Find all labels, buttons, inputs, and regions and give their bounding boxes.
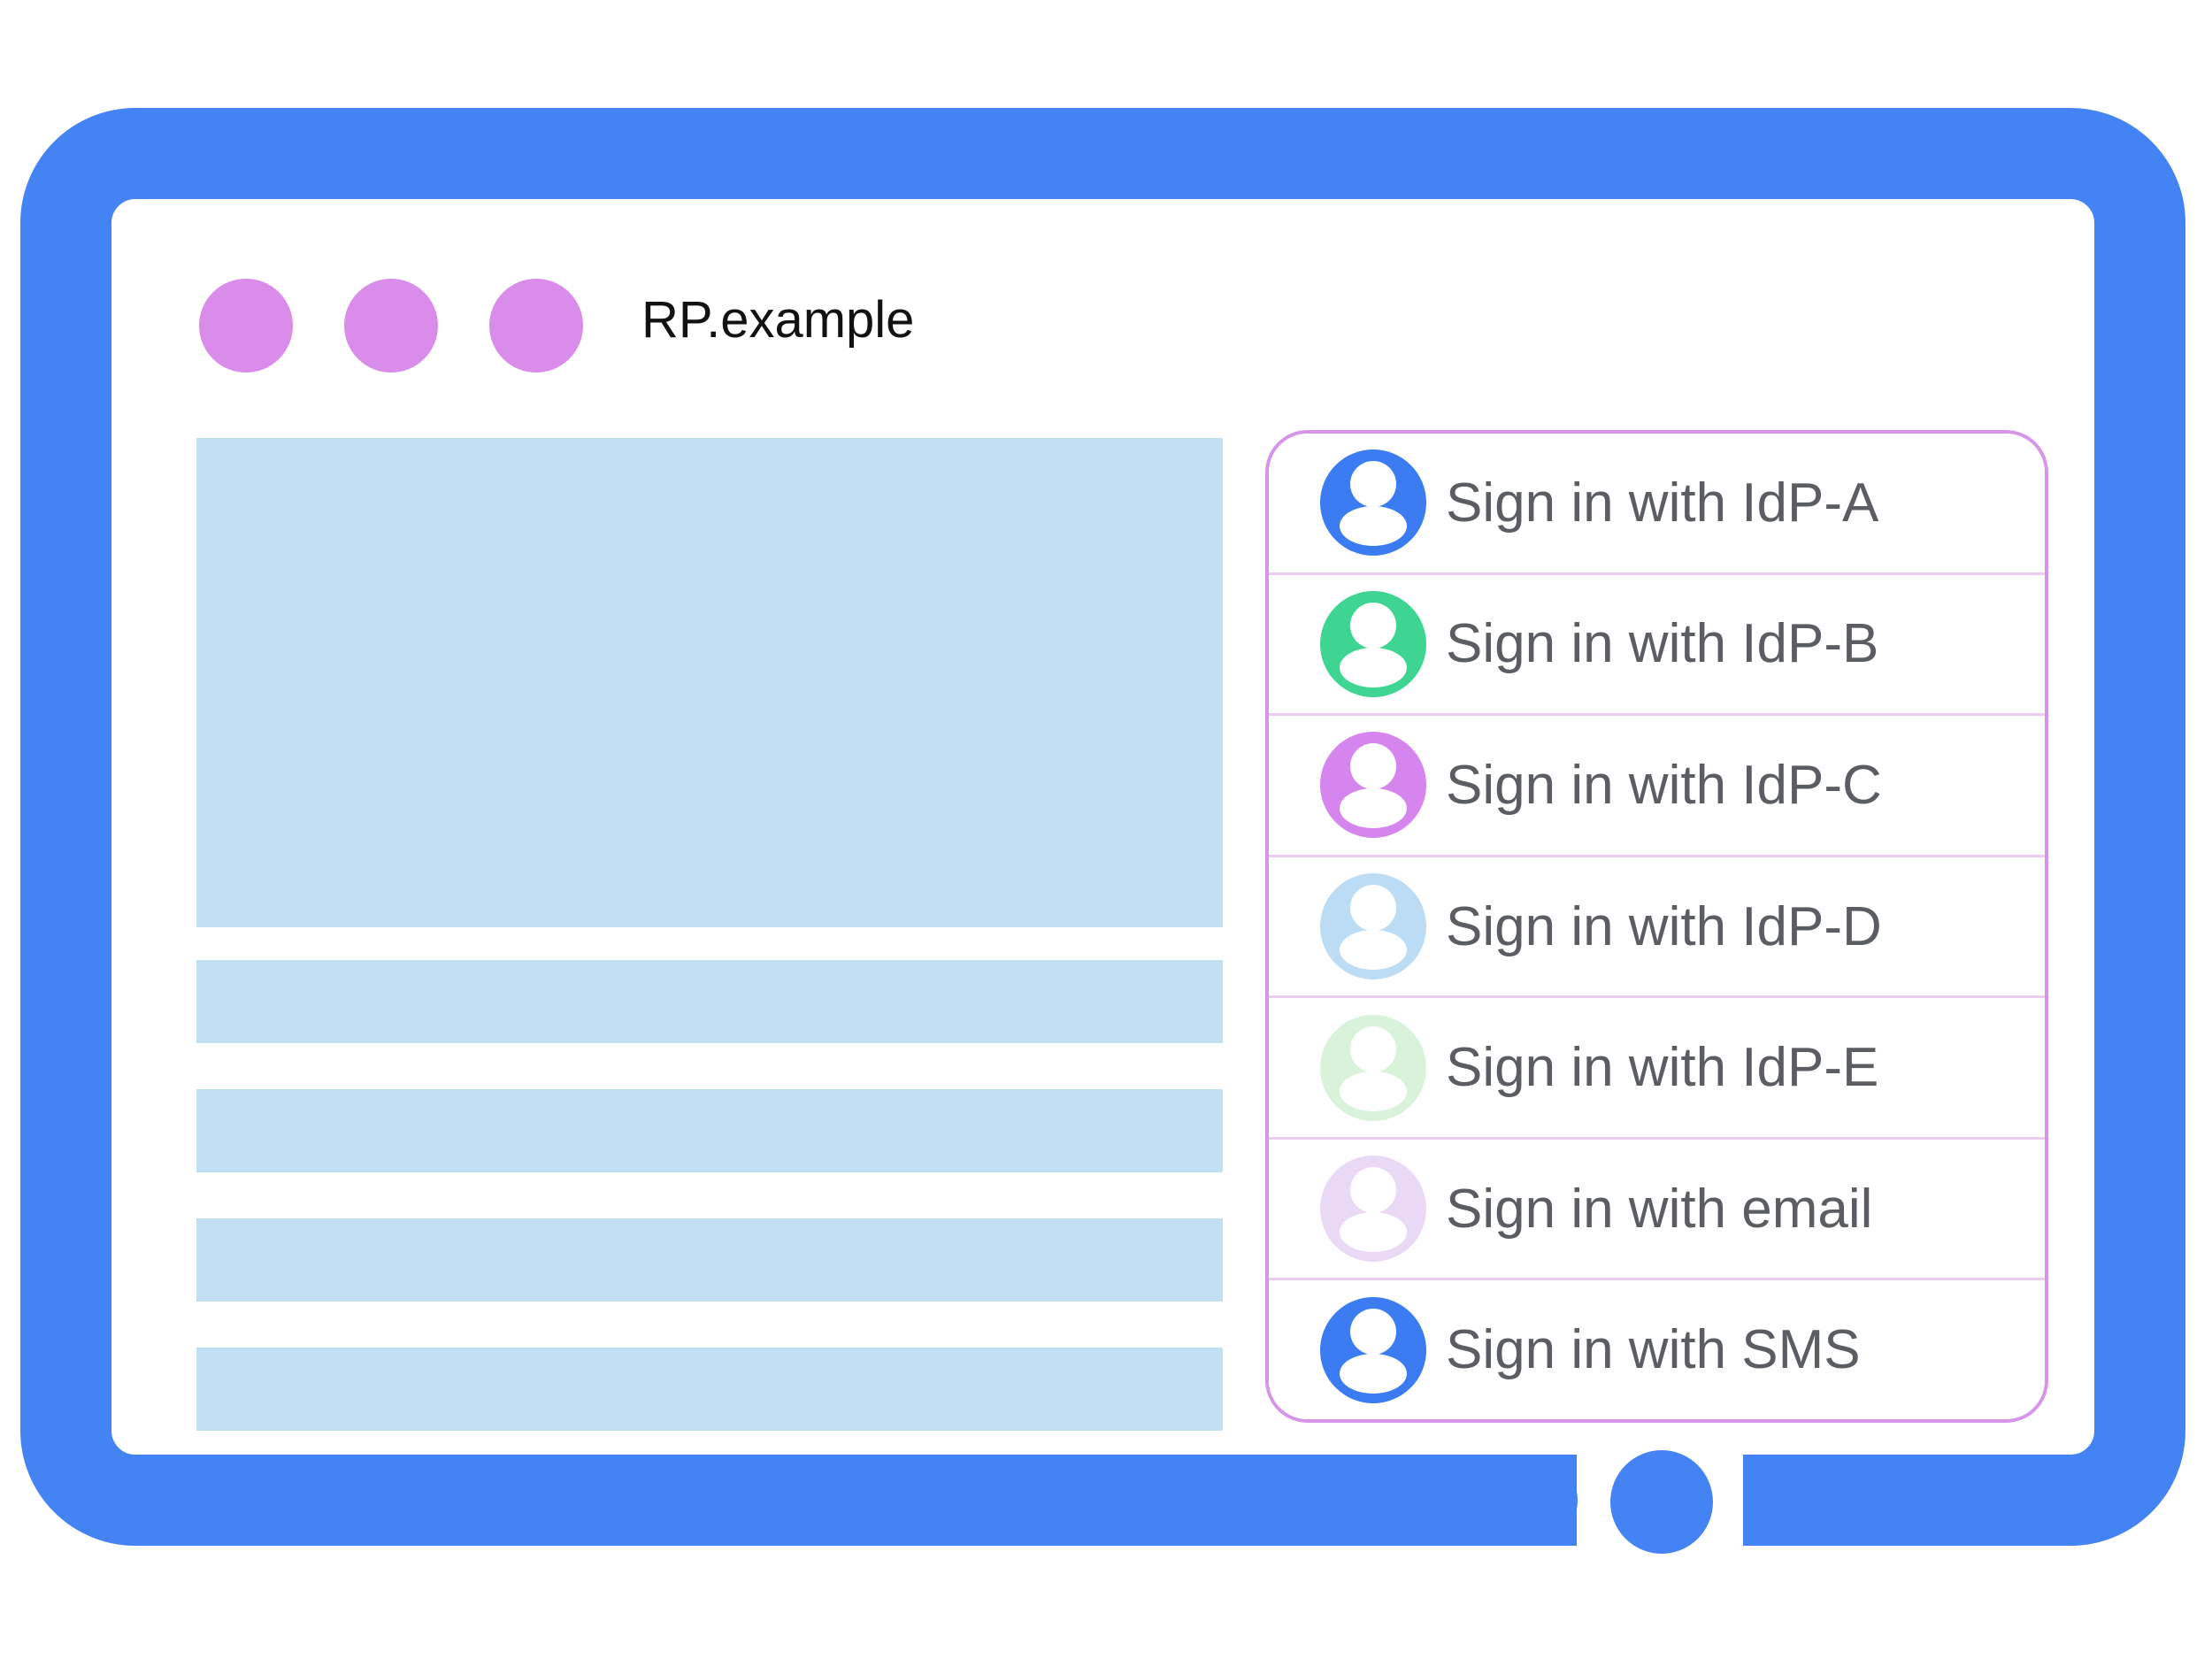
- content-placeholder-line-1: [196, 960, 1223, 1043]
- avatar-head-shape: [1350, 1167, 1396, 1214]
- content-placeholder-line-4: [196, 1348, 1223, 1431]
- avatar-torso-shape: [1340, 506, 1407, 547]
- avatar-torso-shape: [1340, 1353, 1407, 1394]
- avatar-head-shape: [1350, 602, 1396, 649]
- signin-option-label: Sign in with SMS: [1446, 1319, 1861, 1381]
- content-placeholder-line-3: [196, 1218, 1223, 1302]
- signin-option-label: Sign in with IdP-E: [1446, 1037, 1879, 1099]
- user-avatar-icon: [1320, 449, 1426, 557]
- avatar-torso-shape: [1340, 647, 1407, 687]
- signin-option-email[interactable]: Sign in with email: [1269, 1136, 2045, 1279]
- signin-option-idp-c[interactable]: Sign in with IdP-C: [1269, 713, 2045, 855]
- window-control-dot-2[interactable]: [344, 279, 438, 373]
- user-avatar-icon: [1320, 1296, 1426, 1403]
- signin-option-sms[interactable]: Sign in with SMS: [1269, 1278, 2045, 1419]
- avatar-head-shape: [1350, 1308, 1396, 1355]
- signin-option-label: Sign in with IdP-D: [1446, 895, 1882, 957]
- user-avatar-icon: [1320, 873, 1426, 980]
- signin-option-label: Sign in with email: [1446, 1178, 1873, 1240]
- avatar-torso-shape: [1340, 788, 1407, 829]
- window-control-dot-3[interactable]: [489, 279, 583, 373]
- signin-option-idp-b[interactable]: Sign in with IdP-B: [1269, 572, 2045, 714]
- user-avatar-icon: [1320, 1156, 1426, 1263]
- signin-option-label: Sign in with IdP-B: [1446, 613, 1879, 675]
- account-chooser-panel: Sign in with IdP-A Sign in with IdP-B Si…: [1265, 430, 2048, 1423]
- user-avatar-icon: [1320, 590, 1426, 697]
- avatar-torso-shape: [1340, 1212, 1407, 1253]
- signin-option-label: Sign in with IdP-C: [1446, 754, 1882, 816]
- user-avatar-icon: [1320, 1014, 1426, 1121]
- avatar-torso-shape: [1340, 930, 1407, 971]
- avatar-head-shape: [1350, 743, 1396, 790]
- content-placeholder-line-2: [196, 1089, 1223, 1172]
- content-placeholder-hero: [196, 438, 1223, 927]
- home-button[interactable]: [1610, 1450, 1713, 1554]
- user-avatar-icon: [1320, 732, 1426, 839]
- avatar-torso-shape: [1340, 1071, 1407, 1111]
- avatar-head-shape: [1350, 461, 1396, 508]
- avatar-head-shape: [1350, 1025, 1396, 1072]
- frame-bottom-left-cap: [1494, 1455, 1578, 1546]
- frame-bottom-right-cap: [1743, 1455, 1827, 1546]
- window-control-dot-1[interactable]: [199, 279, 293, 373]
- signin-option-label: Sign in with IdP-A: [1446, 472, 1879, 534]
- signin-option-idp-d[interactable]: Sign in with IdP-D: [1269, 854, 2045, 996]
- signin-option-idp-e[interactable]: Sign in with IdP-E: [1269, 995, 2045, 1137]
- signin-option-idp-a[interactable]: Sign in with IdP-A: [1269, 434, 2045, 572]
- avatar-head-shape: [1350, 885, 1396, 932]
- page-title: RP.example: [641, 291, 915, 349]
